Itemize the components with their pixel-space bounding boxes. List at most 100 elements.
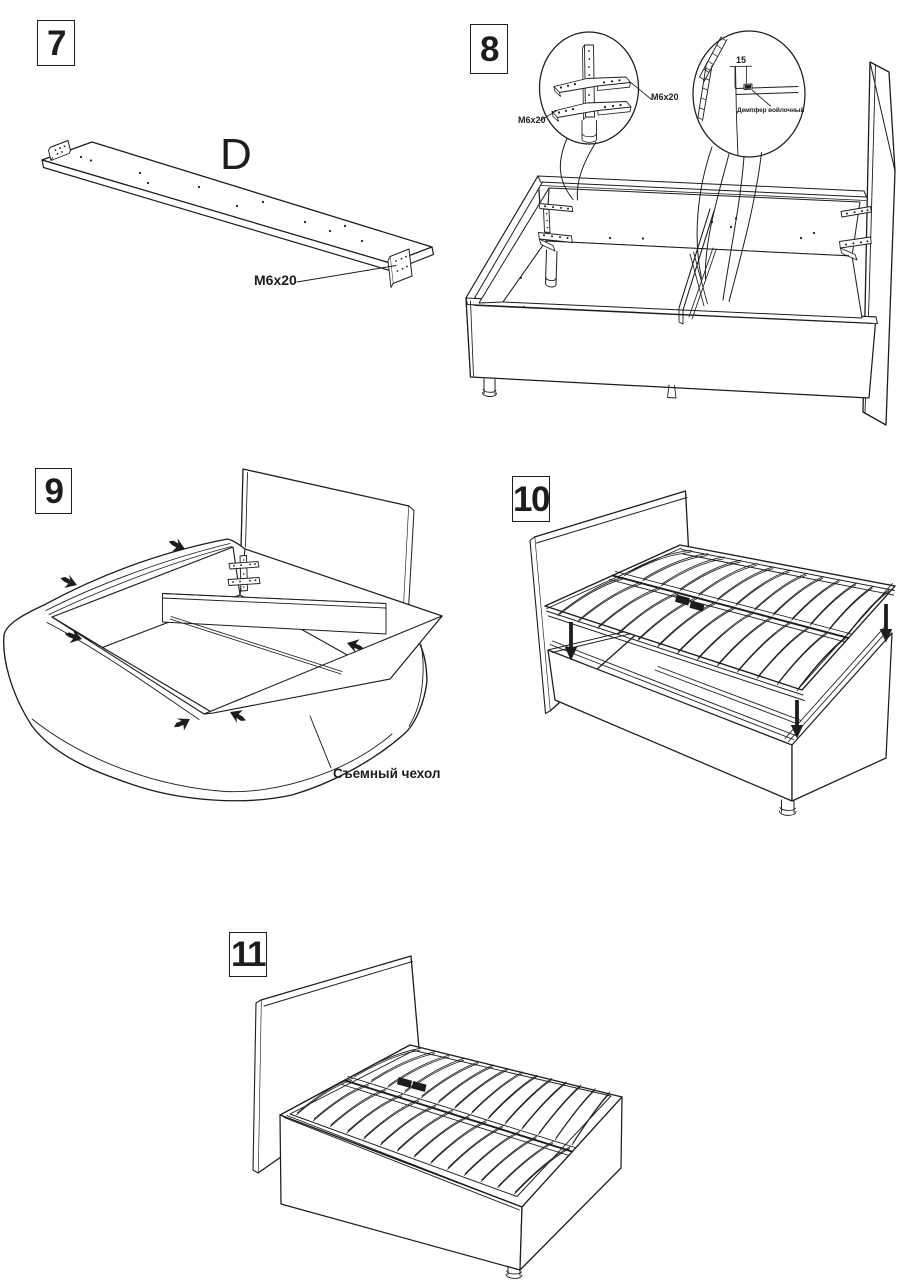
line — [505, 1270, 523, 1279]
line — [581, 120, 597, 140]
line — [507, 1265, 521, 1276]
line — [48, 546, 232, 615]
line — [576, 141, 597, 201]
pull-arrow-icon — [230, 710, 246, 723]
slat-arc — [716, 616, 773, 667]
screw-hole-dots — [232, 579, 257, 583]
line — [31, 718, 393, 793]
line — [722, 156, 745, 301]
line — [611, 574, 850, 639]
line — [470, 300, 474, 377]
step11-number-box-label: 11 — [231, 935, 267, 974]
line — [869, 61, 896, 172]
screw-hole-dots — [79, 155, 364, 243]
line — [704, 153, 730, 280]
line — [667, 384, 677, 399]
slat-arc — [623, 549, 692, 577]
line — [162, 593, 387, 609]
pull-arrow-icon — [168, 538, 185, 552]
slat-arc — [363, 1098, 420, 1140]
screw-hole-dots — [395, 255, 408, 272]
hatch — [712, 52, 718, 57]
hatch — [703, 77, 710, 81]
slat-arc — [597, 586, 661, 629]
line — [546, 610, 805, 701]
hatch — [703, 68, 709, 73]
damper-label: Демпфер войлочный — [737, 107, 805, 114]
line — [688, 247, 717, 320]
slat-arc — [754, 572, 808, 611]
press-down-arrow-icon — [879, 604, 893, 643]
line — [482, 389, 497, 397]
screw-label-step8-right: M6x20 — [651, 92, 679, 102]
hatch — [707, 60, 713, 65]
slat-arc — [791, 579, 841, 621]
slat-arc — [504, 1078, 553, 1125]
slat-arc — [772, 575, 825, 616]
hatch — [705, 67, 711, 71]
line — [289, 1050, 612, 1197]
line — [559, 138, 574, 200]
line — [689, 251, 708, 307]
line — [779, 807, 797, 816]
screw-hole-dots — [54, 145, 66, 155]
pull-arrow-icon — [60, 574, 77, 588]
slat-arc — [776, 631, 829, 686]
line — [781, 799, 795, 813]
screw-hole-dots — [545, 212, 549, 229]
line — [408, 644, 424, 727]
slat-arc — [796, 636, 847, 692]
step10-number-box: 10 — [512, 476, 550, 522]
line — [228, 561, 260, 570]
step9-number-box: 9 — [35, 468, 72, 514]
line — [169, 616, 343, 675]
slat-arc — [677, 606, 736, 654]
slat-arc — [809, 582, 858, 626]
step8-frame-drawing — [465, 30, 896, 426]
slat-arc — [736, 621, 792, 673]
line — [681, 549, 895, 596]
line — [735, 66, 739, 157]
slat-arc — [538, 1084, 582, 1135]
line — [45, 543, 231, 611]
line — [689, 600, 705, 612]
step8-number-box-label: 8 — [480, 29, 499, 69]
step11-number-box: 11 — [229, 932, 267, 977]
line — [411, 1081, 427, 1092]
part-d-label: D — [220, 130, 252, 179]
line — [41, 159, 393, 272]
line — [397, 1077, 412, 1088]
line — [839, 247, 858, 261]
line — [519, 1096, 623, 1271]
screw-hole-dots — [520, 277, 526, 308]
line — [629, 81, 652, 100]
step7-number-box-label: 7 — [47, 23, 66, 63]
screw-label-step7: M6x20 — [254, 272, 297, 288]
line — [387, 256, 394, 288]
slat-arc — [571, 1091, 611, 1146]
line — [699, 36, 728, 83]
line — [696, 146, 713, 279]
screw-hole-dots — [233, 563, 256, 567]
line — [744, 84, 752, 89]
hatch — [697, 117, 703, 120]
slat-arc — [716, 566, 775, 601]
slat-arc — [404, 1057, 465, 1093]
line — [784, 626, 889, 742]
slat-arc — [697, 611, 754, 660]
line — [473, 305, 872, 324]
slat-arc — [557, 576, 624, 617]
step9-cover-drawing — [3, 468, 443, 802]
slat-arc — [420, 1061, 480, 1099]
line — [540, 185, 867, 201]
line — [545, 277, 557, 288]
dimension-label-15: 15 — [736, 55, 747, 65]
step7-plank-d-drawing — [41, 140, 435, 288]
line — [48, 147, 71, 161]
line — [263, 961, 413, 1007]
slat-arc — [329, 1088, 387, 1128]
line — [675, 594, 690, 606]
line — [245, 472, 248, 548]
